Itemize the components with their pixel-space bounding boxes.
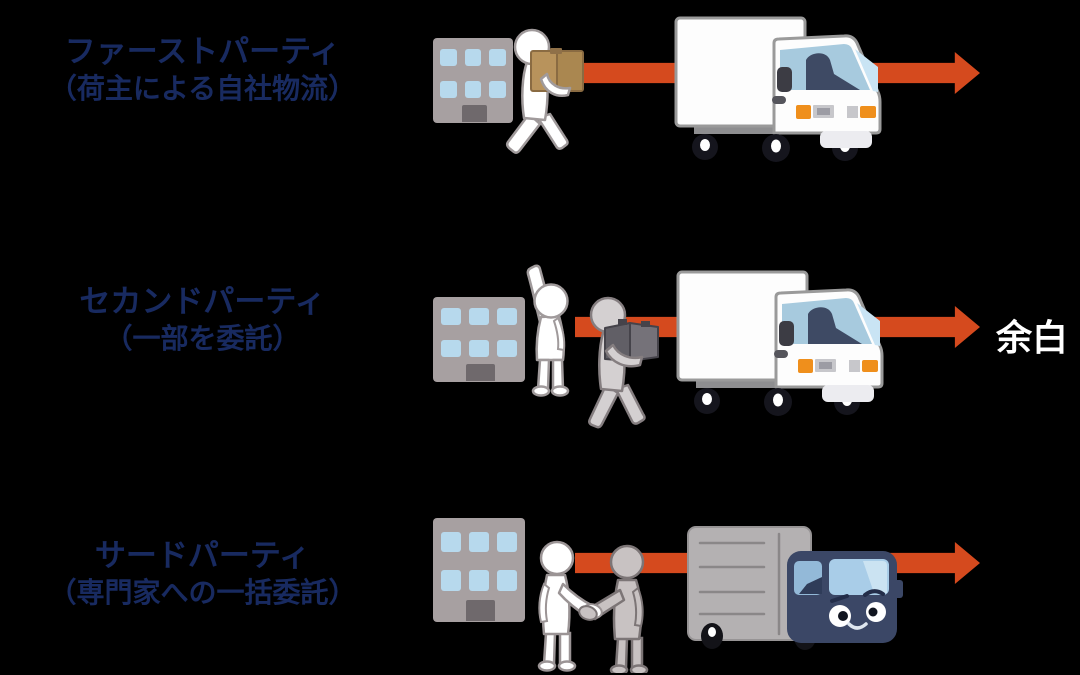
navy-character-truck-icon [686,524,904,650]
building-window [497,531,517,553]
office-building-icon [433,518,525,622]
white-box-truck-icon [674,12,882,162]
building-window [469,339,489,357]
building-window [469,308,489,326]
building-window [497,570,517,591]
building-door [466,600,495,621]
building-door [461,105,487,123]
building-window [497,339,517,357]
waving-person-icon [520,262,578,397]
building-window [489,80,506,98]
building-window [489,49,506,67]
office-building-icon [433,38,513,123]
building-window [441,531,461,553]
label-second-party-subtitle: （一部を委託） [104,322,301,355]
building-window [440,49,457,67]
building-window [441,308,461,326]
building-window [469,570,489,591]
label-first-party-subtitle: （荷主による自社物流） [48,72,357,105]
label-first-party-title: ファーストパーティ [64,34,341,70]
building-window [440,80,457,98]
label-second-party: セカンドパーティ （一部を委託） [25,284,380,356]
worker-carrying-box-icon [498,24,598,162]
building-window [464,49,482,67]
handshake-people-icon [530,538,662,673]
white-box-truck-icon [676,266,884,416]
building-window [464,80,482,98]
building-window [469,531,489,553]
building-door [466,364,495,382]
label-third-party-title: サードパーティ [94,538,311,574]
label-first-party: ファーストパーティ （荷主による自社物流） [25,34,380,106]
building-window [441,339,461,357]
label-second-party-title: セカンドパーティ [79,284,326,320]
gray-worker-carrying-box-icon [578,293,662,433]
label-third-party: サードパーティ （専門家への一括委託） [25,538,380,610]
office-building-icon [433,297,525,382]
label-third-party-subtitle: （専門家への一括委託） [48,576,357,609]
note-text: 余白 [995,318,1068,359]
building-window [441,570,461,591]
building-window [497,308,517,326]
